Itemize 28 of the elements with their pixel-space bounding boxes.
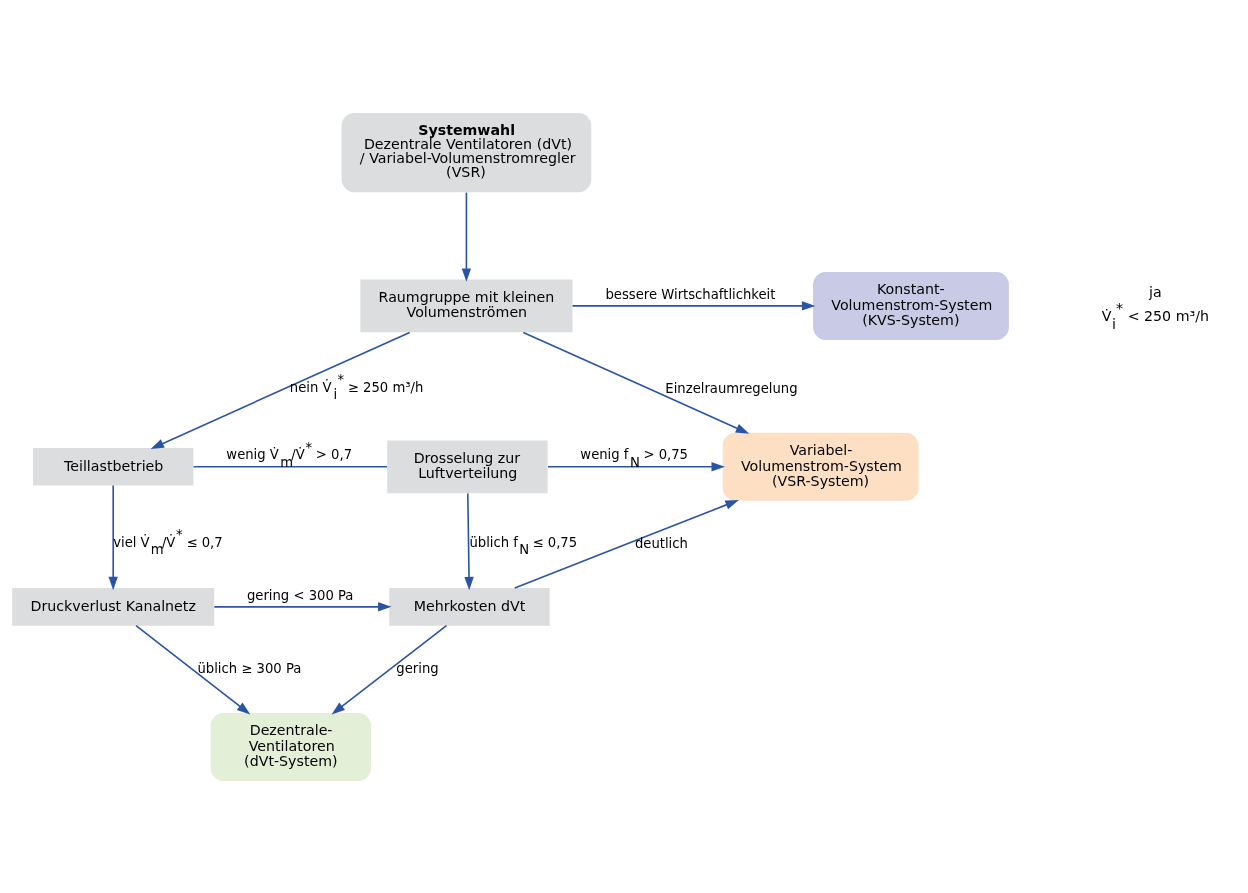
arrow	[213, 601, 392, 612]
node-box: Dezentrale- Ventilatoren (dVt-System)	[210, 712, 371, 781]
arrow	[331, 624, 448, 714]
edge-label: gering	[396, 660, 439, 676]
arrow	[464, 492, 474, 590]
edge-label: bessere Wirtschaftlichkeit	[605, 286, 776, 302]
edge-label: üblich ≥ 300 Pa	[197, 660, 302, 676]
node-box: Raumgruppe mit kleinen Volumenströmen	[360, 279, 573, 332]
arrow	[108, 484, 118, 590]
edge-label: gering < 300 Pa	[246, 587, 354, 603]
node-box: Drosselung zur Luftverteilung	[387, 439, 548, 493]
node-box: Systemwahl Dezentrale Ventilatoren (dVt) / Variabel-Volumenstromregler (VSR)	[341, 112, 592, 192]
label: ja	[1149, 283, 1162, 300]
connector	[192, 465, 388, 468]
edge-label: deutlich	[634, 535, 688, 551]
node-box: Konstant- Volumenstrom-System (KVS-System)	[813, 271, 1009, 340]
node-box: Variabel- Volumenstrom-System (VSR-System)	[722, 432, 919, 501]
arrow	[135, 624, 251, 714]
arrow	[571, 300, 816, 311]
node-box: Teillastbetrieb	[33, 447, 194, 486]
arrow	[514, 499, 739, 589]
edge-label: Einzelraumregelung	[665, 380, 798, 396]
arrow	[150, 331, 411, 449]
arrow	[461, 191, 472, 282]
arrow	[547, 461, 725, 471]
node-box: Druckverlust Kanalnetz	[12, 587, 215, 626]
arrow	[522, 331, 750, 434]
node-box: Mehrkosten dVt	[389, 587, 550, 626]
